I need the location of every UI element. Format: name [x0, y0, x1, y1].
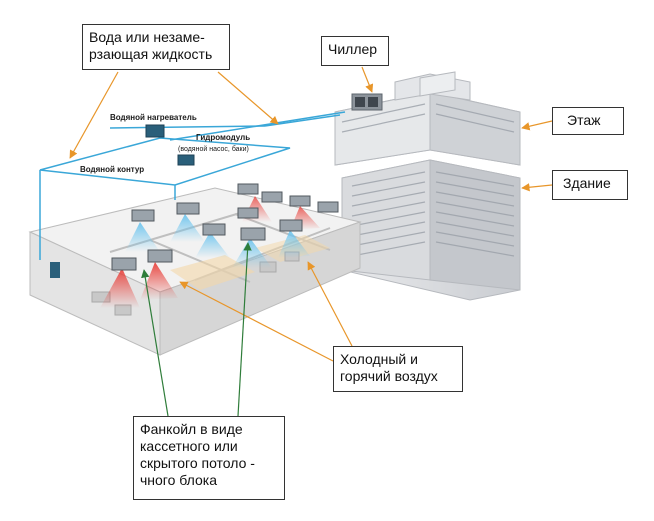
- skyscraper: [334, 71, 521, 301]
- chiller-unit: [351, 93, 383, 111]
- air-flows: [100, 196, 320, 308]
- leader-lines: [69, 66, 553, 417]
- callout-water: Вода или незаме- рзающая жидкость: [82, 24, 230, 70]
- callout-chiller: Чиллер: [321, 36, 389, 66]
- fancoil-units: [111, 183, 339, 271]
- water-heater-label: Водяной нагреватель: [110, 113, 197, 122]
- water-circuit-scheme: Водяной нагреватель Гидромодуль (водяной…: [39, 111, 346, 278]
- callout-floor: Этаж: [552, 107, 624, 135]
- callout-air: Холодный и горячий воздух: [333, 346, 463, 392]
- water-circuit-label: Водяной контур: [80, 165, 144, 174]
- hydromodule-detail-label: (водяной насос, баки): [178, 145, 249, 153]
- hydromodule-label: Гидромодуль: [196, 133, 250, 142]
- callout-building: Здание: [552, 170, 628, 200]
- callout-fancoil: Фанкойл в виде кассетного или скрытого п…: [133, 416, 285, 500]
